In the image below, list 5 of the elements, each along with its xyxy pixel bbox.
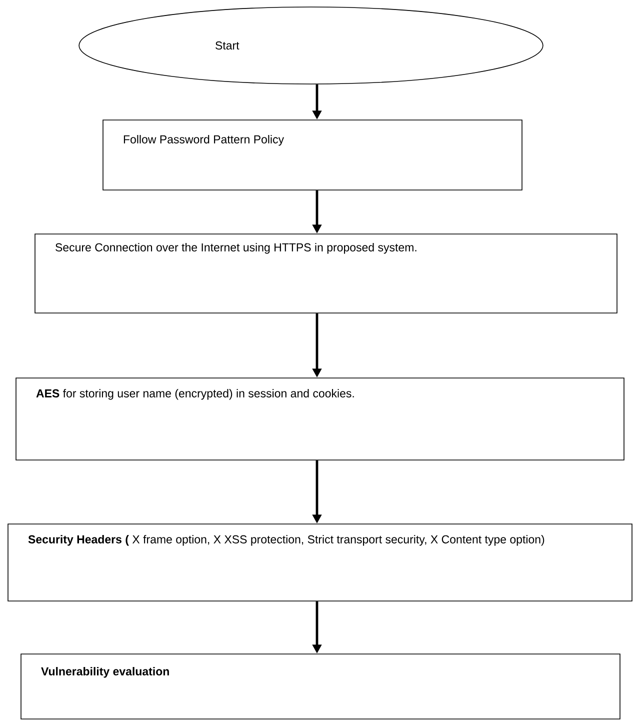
process-box: Follow Password Pattern Policy	[102, 120, 522, 190]
process-box: Secure Connection over the Internet using HTTPS in proposed system.	[34, 234, 618, 314]
process-box: AES for storing user name (encrypted) in session and cookies.	[16, 378, 624, 460]
process-box: Vulnerability evaluation	[20, 654, 620, 720]
process-box: Security Headers ( X frame option, X XSS protection, Strict transport security, X Content type option)	[8, 524, 632, 602]
